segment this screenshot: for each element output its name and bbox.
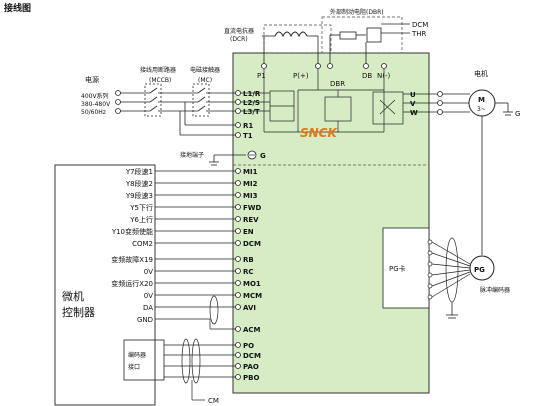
sig-0v-1: 0V: [144, 268, 153, 276]
sig-0v-2: 0V: [144, 292, 153, 300]
sig-da: DA: [143, 304, 153, 312]
term-t1: T1: [243, 132, 253, 140]
ct-mi3: MI3: [243, 192, 258, 200]
ct-avi: AVI: [243, 304, 256, 312]
sig-y9: Y9段速3: [125, 191, 153, 200]
ct-acm: ACM: [243, 326, 261, 334]
sig-y7: Y7段速1: [125, 167, 153, 176]
shield-loop-2-icon: [181, 338, 191, 384]
motor-title: 电机: [474, 69, 488, 78]
ground-terminal-label: 接地端子: [180, 151, 204, 159]
pg-wiring: [427, 239, 471, 300]
ct-po: PO: [243, 342, 254, 350]
ct-pao: PAO: [243, 363, 259, 371]
supply-wiring: [118, 83, 236, 136]
ct-mi1: MI1: [243, 168, 258, 176]
encoder-port-label-1: 编码器: [128, 351, 146, 359]
thermal-relay-icon: [366, 27, 382, 43]
pg-label: PG: [474, 266, 485, 274]
ct-mcm: MCM: [243, 292, 262, 300]
controller-box: [54, 164, 156, 406]
term-pplus: P(+): [293, 72, 309, 80]
pg-encoder-label: 脉冲编码器: [480, 286, 510, 294]
control-wiring: [155, 170, 236, 401]
dbr-ext-box: [321, 16, 403, 54]
ct-rev: REV: [243, 216, 259, 224]
term-v: V: [410, 100, 416, 108]
ct-mi2: MI2: [243, 180, 258, 188]
ext-signal-labels: Y7段速1 Y8段速2 Y9段速3 Y5下行 Y6上行 Y10变频使能 COM2…: [111, 167, 153, 324]
pg-card-label: PG卡: [389, 264, 406, 273]
frequency: 50/60Hz: [81, 109, 106, 116]
ct-pbo: PBO: [243, 374, 259, 382]
dcr-label: 直流电抗器: [224, 27, 254, 35]
ct-en: EN: [243, 228, 254, 236]
term-u: U: [410, 91, 416, 99]
brand-logo: SNCK: [300, 126, 338, 140]
shield-loop-3-icon: [191, 338, 201, 384]
dcr-coil-icon: [274, 31, 308, 38]
sig-y8: Y8段速2: [125, 179, 153, 188]
mc-abbr: (MC): [198, 77, 212, 84]
pg-encoder-icon: [469, 255, 495, 281]
ground-g: G: [260, 152, 266, 160]
diagram-title: 接线图: [4, 2, 31, 14]
sig-y5: Y5下行: [129, 203, 153, 212]
mccb-abbr: (MCCB): [149, 77, 171, 84]
controller-label-2: 控制器: [62, 305, 95, 319]
power-circuit: [263, 69, 441, 133]
sig-gnd: GND: [137, 316, 153, 324]
sig-x19: 变频故障X19: [111, 255, 153, 264]
ct-rb: RB: [243, 256, 254, 264]
ct-rc: RC: [243, 268, 254, 276]
term-l3: L3/T: [243, 108, 260, 116]
voltage-range: 380-480V: [81, 101, 111, 108]
dbr-resistor-icon: [339, 31, 357, 40]
encoder-port-box: [123, 339, 165, 381]
term-dbr: DBR: [330, 80, 345, 88]
term-l1: L1/R: [243, 90, 261, 98]
controller-label-1: 微机: [62, 289, 84, 303]
pg-card-box: [382, 227, 430, 309]
ct-fwd: FWD: [243, 204, 262, 212]
dbr-ext-label: 外部制动电阻(DBR): [330, 8, 384, 16]
pg-shield-icon: [445, 237, 459, 303]
shield-loop-1-icon: [209, 295, 219, 325]
thr-top: THR: [411, 30, 427, 38]
power-label: 电源: [85, 75, 99, 84]
output-terminals: U V W: [410, 91, 443, 117]
dcr-box: [263, 24, 332, 54]
sig-com2: COM2: [132, 240, 153, 248]
sig-x20: 变频运行X20: [111, 279, 153, 288]
term-db: DB: [362, 72, 372, 80]
sig-y6: Y6上行: [129, 215, 153, 224]
voltage-series: 400V系列: [81, 92, 109, 100]
ct-mo1: MO1: [243, 280, 261, 288]
motor-ground-g: G: [515, 110, 520, 118]
dcr-abbr: (DCR): [230, 36, 248, 43]
cm-label: CM: [208, 397, 219, 405]
sig-y10: Y10变频使能: [111, 227, 153, 236]
term-w: W: [410, 109, 418, 117]
motor-phase: 3~: [477, 106, 486, 113]
ct-dcm-2: DCM: [243, 352, 261, 360]
mccb-name: 接线用断路器: [140, 66, 176, 74]
term-p1: P1: [257, 72, 266, 80]
encoder-port-label-2: 接口: [128, 363, 140, 371]
control-terminals: MI1 MI2 MI3 FWD REV EN DCM RB RC MO1 MCM…: [235, 168, 262, 382]
ct-dcm-1: DCM: [243, 240, 261, 248]
term-l2: L2/S: [243, 99, 260, 107]
dcm-top: DCM: [412, 21, 428, 29]
term-r1: R1: [243, 122, 253, 130]
power-terminals: L1/R L2/S L3/T R1 T1: [235, 90, 261, 140]
inverter-body: [232, 52, 430, 394]
motor-m: M: [478, 96, 485, 104]
mc-name: 电磁接触器: [190, 66, 220, 74]
